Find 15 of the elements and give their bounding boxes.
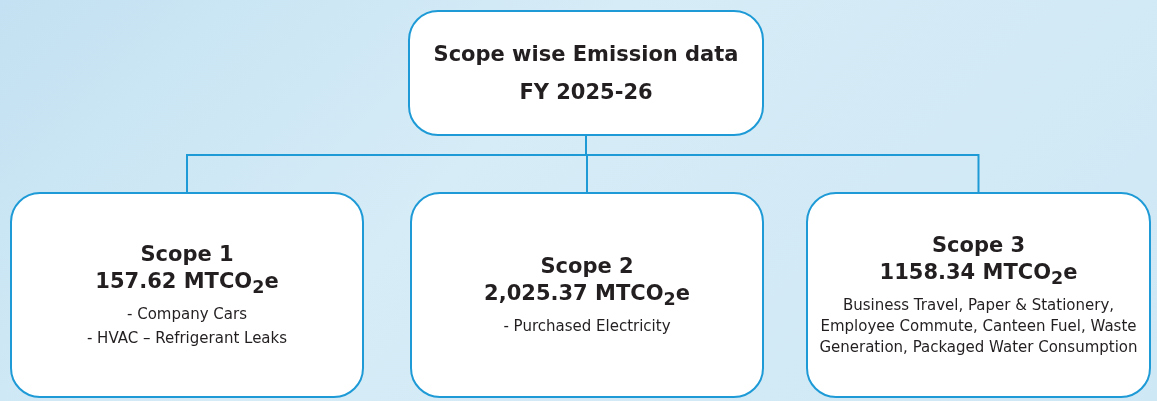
description: Business Travel, Paper & Stationery, Employee Commute, Canteen Fuel, Waste Generation, Packaged Water Consumption — [818, 295, 1139, 359]
scope-box — [806, 192, 1151, 398]
description: - Company Cars — [127, 304, 247, 326]
scope-box — [10, 192, 364, 398]
description: - Purchased Electricity — [503, 316, 671, 338]
heading: Scope wise Emission data FY 2025-26 — [432, 41, 740, 106]
heading: 157.62 MTCO$_{2}$e — [95, 267, 279, 300]
scope-box — [410, 192, 764, 398]
heading: Scope 3 — [931, 231, 1026, 259]
heading: Scope 1 — [140, 240, 234, 268]
heading: 2,025.37 MTCO$_{2}$e — [484, 279, 690, 312]
heading: Scope 2 — [540, 252, 634, 280]
description: - HVAC – Refrigerant Leaks — [86, 328, 288, 350]
title-box — [408, 10, 764, 136]
heading: 1158.34 MTCO$_{2}$e — [879, 258, 1078, 291]
